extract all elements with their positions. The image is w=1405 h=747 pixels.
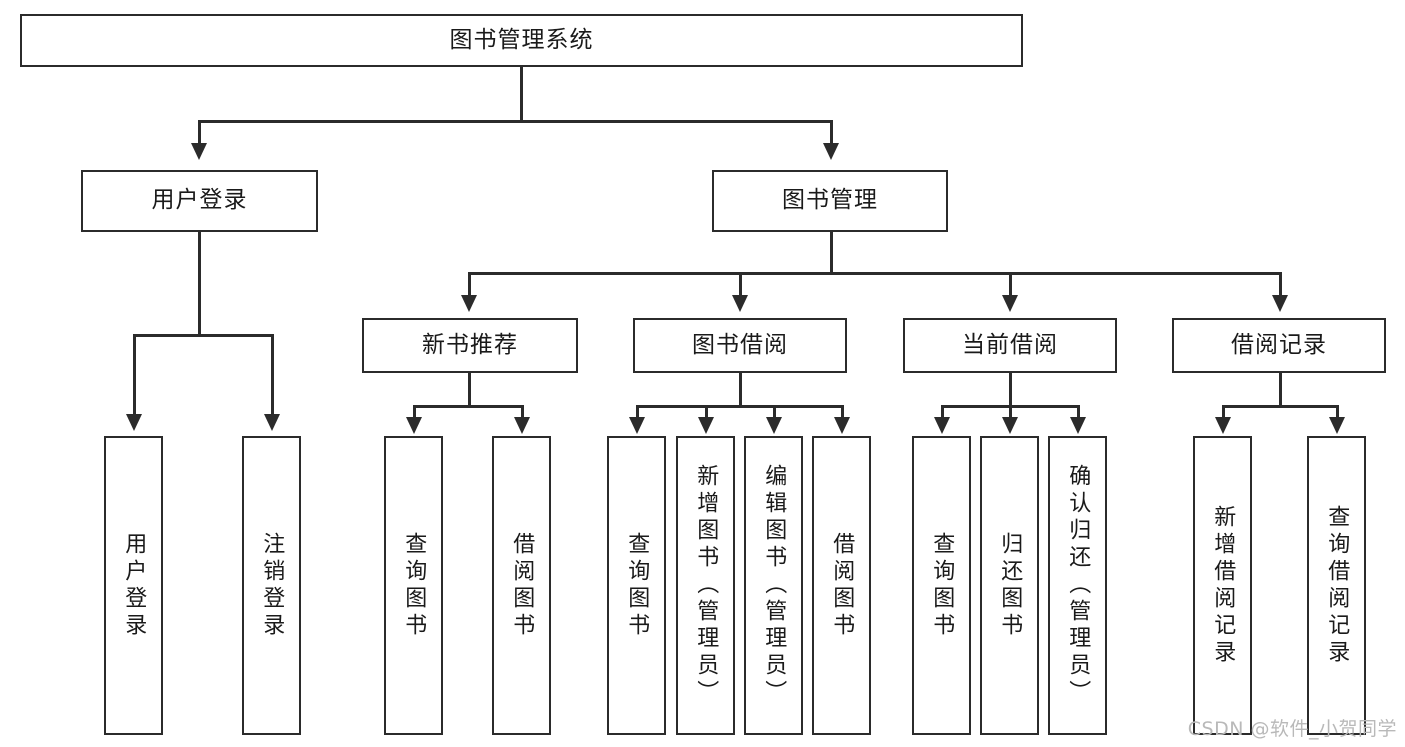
edge-book-borrow-leaf-drop-4: [841, 405, 844, 419]
arrow-to-leaf-query-book-a: [406, 417, 422, 434]
edge-borrow-record-leaf-drop-1: [1222, 405, 1225, 419]
node-current-borrow[interactable]: 当前借阅: [903, 318, 1117, 373]
node-label: 归还图书: [997, 531, 1023, 640]
node-book-borrow[interactable]: 图书借阅: [633, 318, 847, 373]
edge-user-login-stem: [198, 232, 201, 334]
edge-new-book-stem: [468, 373, 471, 405]
arrow-to-new-book-recommend: [461, 295, 477, 312]
edge-current-borrow-stem: [1009, 373, 1012, 405]
edge-level3-drop-2: [739, 272, 742, 297]
node-label: 查询图书: [624, 531, 650, 640]
node-label: 确认归还（管理员）: [1065, 464, 1091, 707]
arrow-to-leaf-return-book: [1002, 417, 1018, 434]
edge-book-borrow-leaf-drop-1: [636, 405, 639, 419]
edge-current-borrow-leaf-drop-1: [941, 405, 944, 419]
node-borrow-record[interactable]: 借阅记录: [1172, 318, 1386, 373]
leaf-query-book-recommend[interactable]: 查询图书: [384, 436, 443, 735]
edge-current-borrow-leaf-drop-3: [1077, 405, 1080, 419]
edge-user-login-leaf-drop-1: [133, 334, 136, 416]
leaf-add-borrow-record[interactable]: 新增借阅记录: [1193, 436, 1252, 735]
arrow-to-leaf-add-record: [1215, 417, 1231, 434]
node-label: 用户登录: [151, 187, 248, 214]
leaf-query-borrow-record[interactable]: 查询借阅记录: [1307, 436, 1366, 735]
edge-new-book-leaf-bus: [413, 405, 523, 408]
edge-level3-bus: [468, 272, 1280, 275]
node-user-login[interactable]: 用户登录: [81, 170, 318, 232]
edge-user-login-leaf-bus: [133, 334, 273, 337]
node-label: 借阅图书: [829, 531, 855, 640]
edge-book-management-stem: [830, 232, 833, 272]
arrow-to-leaf-logout: [264, 414, 280, 431]
edge-book-borrow-leaf-drop-3: [773, 405, 776, 419]
arrow-to-leaf-add-book: [698, 417, 714, 434]
leaf-borrow-book-recommend[interactable]: 借阅图书: [492, 436, 551, 735]
edge-new-book-leaf-drop-1: [413, 405, 416, 419]
edge-level3-drop-1: [468, 272, 471, 297]
node-label: 借阅记录: [1231, 331, 1327, 358]
edge-new-book-leaf-drop-2: [521, 405, 524, 419]
arrow-to-book-borrow: [732, 295, 748, 312]
edge-level2-drop-left: [198, 120, 201, 145]
node-root-book-management-system[interactable]: 图书管理系统: [20, 14, 1023, 67]
edge-current-borrow-leaf-drop-2: [1009, 405, 1012, 419]
edge-book-borrow-leaf-drop-2: [705, 405, 708, 419]
node-book-management[interactable]: 图书管理: [712, 170, 948, 232]
node-label: 新书推荐: [422, 331, 518, 358]
arrow-to-leaf-borrow-book-a: [514, 417, 530, 434]
arrow-to-current-borrow: [1002, 295, 1018, 312]
node-label: 查询借阅记录: [1324, 504, 1350, 667]
arrow-to-borrow-record: [1272, 295, 1288, 312]
edge-level2-drop-right: [830, 120, 833, 145]
arrow-to-leaf-confirm-return: [1070, 417, 1086, 434]
node-label: 图书借阅: [692, 331, 788, 358]
arrow-to-leaf-user-login: [126, 414, 142, 431]
edge-level3-drop-3: [1009, 272, 1012, 297]
node-new-book-recommend[interactable]: 新书推荐: [362, 318, 578, 373]
leaf-confirm-return-admin[interactable]: 确认归还（管理员）: [1048, 436, 1107, 735]
leaf-query-book-borrow[interactable]: 查询图书: [607, 436, 666, 735]
edge-root-stem: [520, 67, 523, 120]
arrow-to-user-login: [191, 143, 207, 160]
leaf-logout[interactable]: 注销登录: [242, 436, 301, 735]
edge-user-login-leaf-drop-2: [271, 334, 274, 416]
edge-borrow-record-stem: [1279, 373, 1282, 405]
node-label: 当前借阅: [962, 331, 1058, 358]
edge-book-borrow-leaf-bus: [636, 405, 843, 408]
arrow-to-leaf-edit-book: [766, 417, 782, 434]
node-label: 注销登录: [259, 531, 285, 640]
node-label: 查询图书: [401, 531, 427, 640]
arrow-to-book-management: [823, 143, 839, 160]
arrow-to-leaf-borrow-book-b: [834, 417, 850, 434]
edge-borrow-record-leaf-bus: [1222, 405, 1338, 408]
node-label: 编辑图书（管理员）: [761, 464, 787, 707]
leaf-user-login[interactable]: 用户登录: [104, 436, 163, 735]
node-label: 新增图书（管理员）: [693, 464, 719, 707]
edge-book-borrow-stem: [739, 373, 742, 405]
node-label: 图书管理系统: [449, 26, 594, 53]
node-label: 查询图书: [929, 531, 955, 640]
edge-level3-drop-4: [1279, 272, 1282, 297]
leaf-return-book[interactable]: 归还图书: [980, 436, 1039, 735]
arrow-to-leaf-query-book-b: [629, 417, 645, 434]
leaf-borrow-book[interactable]: 借阅图书: [812, 436, 871, 735]
node-label: 借阅图书: [509, 531, 535, 640]
leaf-add-book-admin[interactable]: 新增图书（管理员）: [676, 436, 735, 735]
arrow-to-leaf-query-record: [1329, 417, 1345, 434]
node-label: 新增借阅记录: [1210, 504, 1236, 667]
arrow-to-leaf-query-book-c: [934, 417, 950, 434]
leaf-edit-book-admin[interactable]: 编辑图书（管理员）: [744, 436, 803, 735]
node-label: 图书管理: [782, 187, 878, 214]
edge-level2-bus: [198, 120, 832, 123]
edge-borrow-record-leaf-drop-2: [1336, 405, 1339, 419]
node-label: 用户登录: [121, 531, 147, 640]
leaf-query-book-current[interactable]: 查询图书: [912, 436, 971, 735]
csdn-watermark: CSDN @软件_小贺同学: [1187, 718, 1397, 740]
